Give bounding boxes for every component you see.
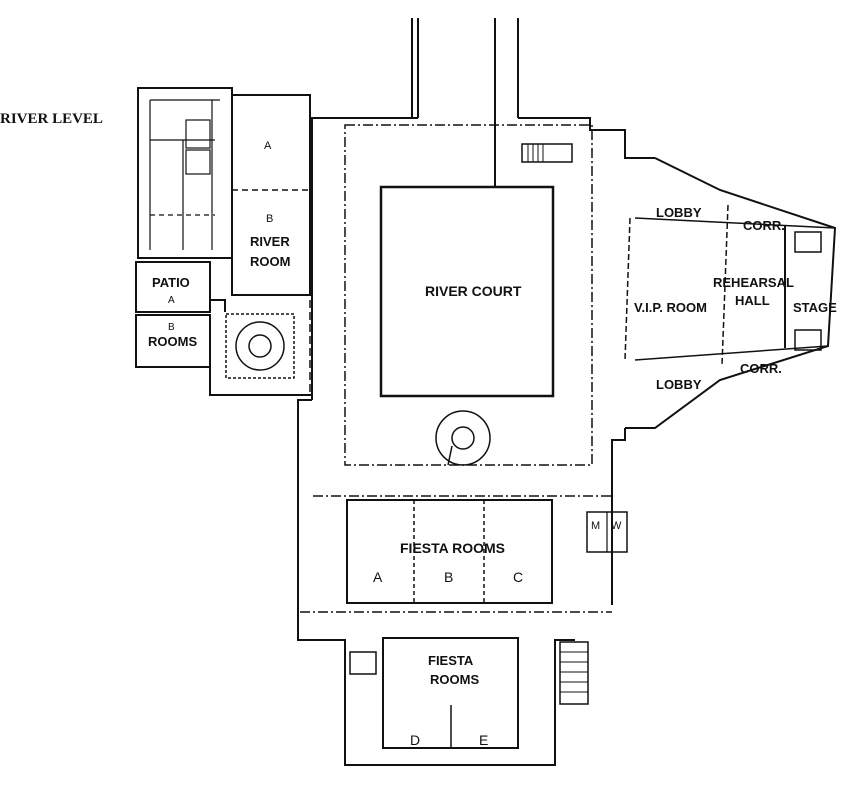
fiesta-lower-label-1: FIESTA xyxy=(428,653,474,668)
river-room-section-a: A xyxy=(264,140,272,152)
stage-label: STAGE xyxy=(793,300,837,315)
vip-room-label: V.I.P. ROOM xyxy=(634,300,707,315)
rooms-section-b: B xyxy=(168,322,175,333)
patio-label: PATIO xyxy=(152,275,190,290)
west-connector-walls xyxy=(209,299,312,396)
staircase-icon xyxy=(521,143,573,163)
rehearsal-label-2: HALL xyxy=(735,293,770,308)
spiral-stair-icon xyxy=(225,313,295,379)
fiesta-section-c: C xyxy=(513,569,523,585)
fountain-icon xyxy=(435,410,491,466)
lobby-bottom-label: LOBBY xyxy=(656,377,702,392)
corr-top-label: CORR. xyxy=(743,218,785,233)
level-title: RIVER LEVEL xyxy=(0,111,103,127)
river-room-label-2: ROOM xyxy=(250,254,290,269)
restroom-men: M xyxy=(591,520,600,532)
fiesta-section-e: E xyxy=(479,732,488,748)
fiesta-lower-outline xyxy=(349,637,519,749)
fiesta-section-a: A xyxy=(373,569,383,585)
rooms-label: ROOMS xyxy=(148,334,197,349)
rehearsal-label-1: REHEARSAL xyxy=(713,275,794,290)
north-corridor-walls xyxy=(411,18,519,186)
fiesta-section-d: D xyxy=(410,732,420,748)
river-court-label: RIVER COURT xyxy=(425,283,522,299)
west-wing-outline xyxy=(137,87,233,259)
fiesta-upper-outline xyxy=(300,495,612,613)
patio-section-a: A xyxy=(168,295,175,306)
rooms-outline xyxy=(135,314,211,368)
fiesta-section-b: B xyxy=(444,569,453,585)
fiesta-upper-label: FIESTA ROOMS xyxy=(400,540,505,556)
patio-outline xyxy=(135,261,211,313)
river-room-label-1: RIVER xyxy=(250,234,290,249)
river-room-section-b: B xyxy=(266,213,273,225)
east-wing-outline xyxy=(624,157,837,429)
fiesta-lower-label-2: ROOMS xyxy=(430,672,479,687)
river-court-block xyxy=(379,185,555,398)
main-building-outline xyxy=(297,117,655,766)
corr-bottom-label: CORR. xyxy=(740,361,782,376)
restroom-women: W xyxy=(611,520,622,532)
south-stair-icon xyxy=(559,641,589,705)
restroom-block xyxy=(586,511,628,553)
lobby-top-label: LOBBY xyxy=(656,205,702,220)
